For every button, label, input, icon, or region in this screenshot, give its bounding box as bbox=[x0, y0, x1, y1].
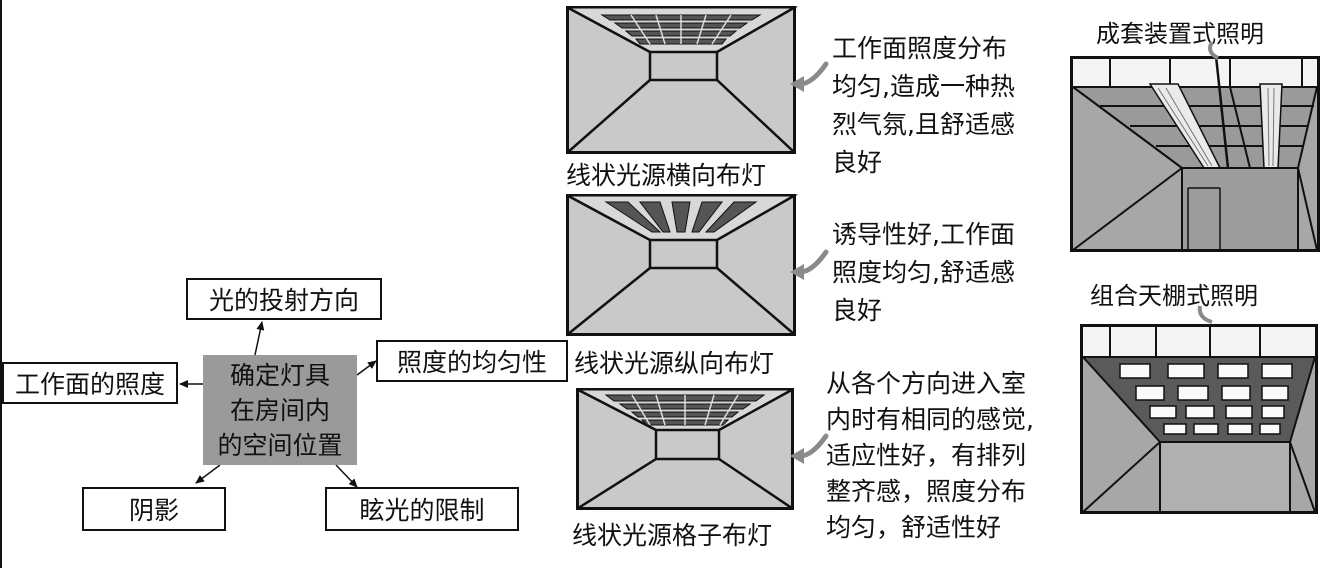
desc-3-line-1: 从各个方向进入室 bbox=[826, 369, 1027, 398]
center-line-3: 的空间位置 bbox=[217, 430, 343, 460]
center-node: 确定灯具 在房间内 的空间位置 bbox=[203, 355, 357, 465]
center-line-1: 确定灯具 bbox=[229, 360, 330, 390]
desc-1-line-4: 良好 bbox=[832, 148, 883, 177]
desc-2-line-2: 照度均匀,舒适感 bbox=[832, 258, 1015, 287]
desc-2-line-1: 诱导性好,工作面 bbox=[832, 220, 1015, 249]
photo-arrow-1 bbox=[1208, 40, 1219, 60]
room-grid-illustration bbox=[576, 388, 794, 510]
caption-packaged-lighting: 成套装置式照明 bbox=[1096, 20, 1264, 48]
desc-2-line-3: 良好 bbox=[832, 296, 883, 325]
packaged-lighting-photo bbox=[1069, 55, 1320, 252]
desc-3-line-5: 均匀，舒适性好 bbox=[826, 513, 1002, 542]
description-grid: 从各个方向进入室 内时有相同的感觉, 适应性好，有排列 整齐感，照度分布 均匀，… bbox=[826, 366, 1034, 546]
photo-arrow-2 bbox=[1197, 305, 1213, 324]
curved-arrowhead-3 bbox=[790, 448, 804, 464]
arrow-to-bottom-right bbox=[335, 464, 358, 488]
desc-3-line-3: 适应性好，有排列 bbox=[826, 441, 1027, 470]
center-line-2: 在房间内 bbox=[229, 395, 330, 425]
node-glare-limit: 眩光的限制 bbox=[325, 487, 519, 531]
combined-ceiling-lighting-photo bbox=[1080, 324, 1318, 514]
node-shadow: 阴影 bbox=[82, 487, 226, 531]
description-longitudinal: 诱导性好,工作面 照度均匀,舒适感 良好 bbox=[832, 216, 1015, 330]
desc-1-line-1: 工作面照度分布 bbox=[832, 34, 1008, 63]
node-work-surface-illuminance: 工作面的照度 bbox=[2, 362, 178, 404]
curved-arrowhead-2 bbox=[790, 264, 804, 280]
arrow-to-right bbox=[356, 360, 377, 376]
left-border bbox=[0, 0, 2, 568]
node-illuminance-uniformity: 照度的均匀性 bbox=[376, 340, 568, 382]
curved-arrowhead-1 bbox=[790, 76, 804, 92]
node-light-projection-direction: 光的投射方向 bbox=[186, 278, 382, 320]
desc-1-line-2: 均匀,造成一种热 bbox=[832, 72, 1015, 101]
desc-3-line-2: 内时有相同的感觉, bbox=[826, 405, 1034, 434]
caption-grid: 线状光源格子布灯 bbox=[572, 521, 773, 550]
caption-combined-ceiling-lighting: 组合天棚式照明 bbox=[1090, 282, 1258, 310]
desc-1-line-3: 烈气氛,且舒适感 bbox=[832, 110, 1015, 139]
caption-transverse: 线状光源横向布灯 bbox=[566, 161, 767, 190]
caption-longitudinal: 线状光源纵向布灯 bbox=[574, 349, 775, 378]
arrow-to-top bbox=[254, 321, 265, 356]
room-longitudinal-illustration bbox=[566, 194, 799, 336]
arrow-to-bottom-left bbox=[195, 464, 221, 484]
desc-3-line-4: 整齐感，照度分布 bbox=[826, 477, 1027, 506]
description-transverse: 工作面照度分布 均匀,造成一种热 烈气氛,且舒适感 良好 bbox=[832, 30, 1015, 182]
room-transverse-illustration bbox=[566, 6, 799, 154]
